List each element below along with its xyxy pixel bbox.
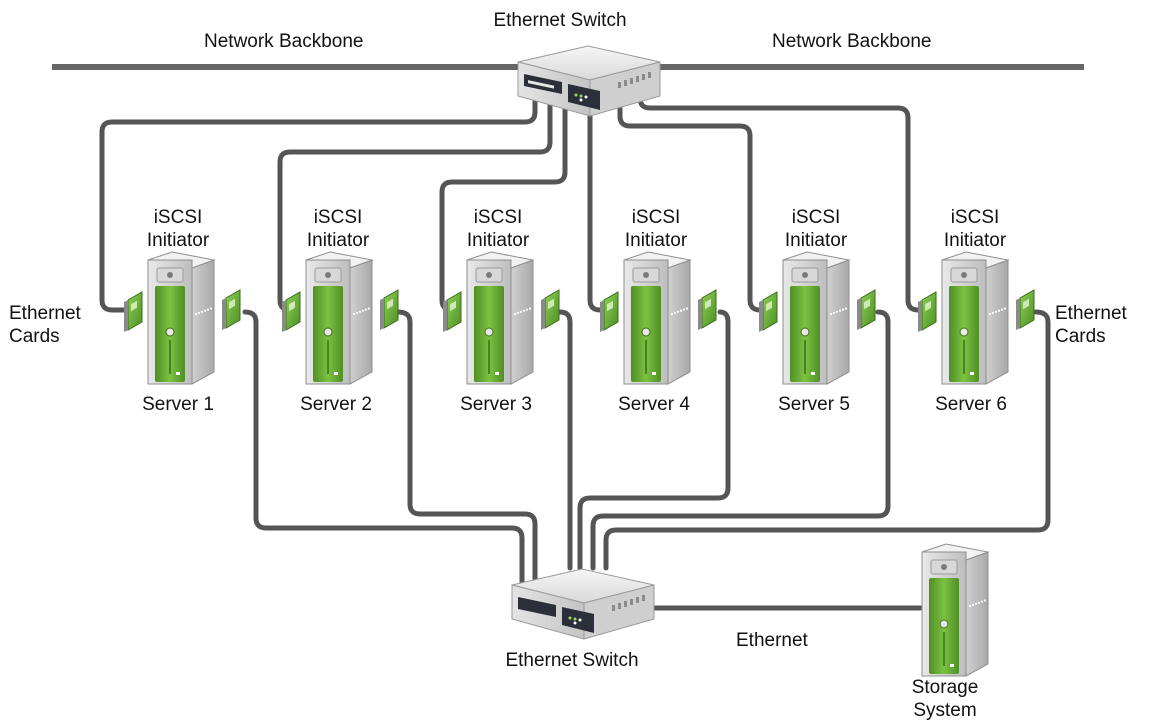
server-3-initiator-label: iSCSI Initiator <box>448 206 548 252</box>
cards-line-2: Cards <box>1055 326 1106 347</box>
initiator-line-1: iSCSI <box>791 207 841 228</box>
cable-server-6-bottom <box>603 309 1051 571</box>
ethernet-card-left-1 <box>124 291 143 332</box>
cable-top-server-4 <box>587 93 614 313</box>
top-ethernet-switch <box>517 45 661 117</box>
cable-top-server-5 <box>617 93 773 313</box>
initiator-line-1: iSCSI <box>313 207 363 228</box>
ethernet-card-left-4 <box>600 291 619 332</box>
ethernet-card-right-2 <box>380 289 399 330</box>
server-4-name: Server 4 <box>618 394 690 415</box>
initiator-line-2: Initiator <box>466 230 530 251</box>
server-3-name: Server 3 <box>460 394 532 415</box>
ethernet-cards-label-left: Ethernet Cards <box>9 302 81 348</box>
cable-server-5-bottom <box>590 309 891 571</box>
initiator-line-2: Initiator <box>784 230 848 251</box>
server-5-initiator-label: iSCSI Initiator <box>766 206 866 252</box>
ethernet-card-right-1 <box>222 289 241 330</box>
cable-server-3-bottom <box>557 309 573 571</box>
backbone-label-left: Network Backbone <box>204 31 364 52</box>
ethernet-card-left-3 <box>443 291 462 332</box>
server-1-name: Server 1 <box>142 394 214 415</box>
initiator-line-1: iSCSI <box>631 207 681 228</box>
ethernet-card-left-2 <box>282 291 301 332</box>
server-6-name: Server 6 <box>935 394 1007 415</box>
initiator-line-2: Initiator <box>943 230 1007 251</box>
cable-server-2-bottom <box>395 309 538 595</box>
cable-server-4-bottom <box>577 309 731 571</box>
server-1-initiator-label: iSCSI Initiator <box>128 206 228 252</box>
backbone-label-right: Network Backbone <box>772 31 932 52</box>
cable-top-server-6 <box>637 83 931 313</box>
server-2-initiator-label: iSCSI Initiator <box>288 206 388 252</box>
servers-layer <box>124 251 1035 385</box>
storage-system-label: Storage System <box>900 676 990 722</box>
initiator-line-1: iSCSI <box>153 207 203 228</box>
server-5-name: Server 5 <box>778 394 850 415</box>
initiator-line-1: iSCSI <box>950 207 1000 228</box>
bottom-ethernet-switch <box>511 568 655 640</box>
cards-line-1: Ethernet <box>1055 303 1127 324</box>
initiator-line-1: iSCSI <box>473 207 523 228</box>
ethernet-card-right-4 <box>698 289 717 330</box>
storage-line-2: System <box>913 700 977 721</box>
ethernet-cards-label-right: Ethernet Cards <box>1055 302 1127 348</box>
ethernet-card-left-6 <box>918 291 937 332</box>
server-1-tower <box>147 251 216 385</box>
ethernet-card-right-6 <box>1016 289 1035 330</box>
cable-server-1-bottom <box>242 309 525 595</box>
ethernet-card-right-5 <box>857 289 876 330</box>
storage-system-tower <box>921 543 990 677</box>
cards-line-1: Ethernet <box>9 303 81 324</box>
server-4-initiator-label: iSCSI Initiator <box>606 206 706 252</box>
storage-line-1: Storage <box>911 677 979 698</box>
server-2-name: Server 2 <box>300 394 372 415</box>
server-3-tower <box>466 251 535 385</box>
initiator-line-2: Initiator <box>624 230 688 251</box>
storage-tower-body <box>921 543 990 677</box>
server-4-tower <box>623 251 692 385</box>
initiator-line-2: Initiator <box>146 230 210 251</box>
server-2-tower <box>305 251 374 385</box>
ethernet-link-label: Ethernet <box>736 630 808 651</box>
initiator-line-2: Initiator <box>306 230 370 251</box>
bottom-switch-label: Ethernet Switch <box>505 650 639 671</box>
cable-top-server-1 <box>99 89 538 313</box>
top-switch-label: Ethernet Switch <box>493 10 627 31</box>
cards-line-2: Cards <box>9 326 60 347</box>
server-6-initiator-label: iSCSI Initiator <box>925 206 1025 252</box>
lower-cables <box>242 309 1051 611</box>
server-5-tower <box>782 251 851 385</box>
ethernet-card-right-3 <box>541 289 560 330</box>
server-6-tower <box>941 251 1010 385</box>
ethernet-card-left-5 <box>759 291 778 332</box>
